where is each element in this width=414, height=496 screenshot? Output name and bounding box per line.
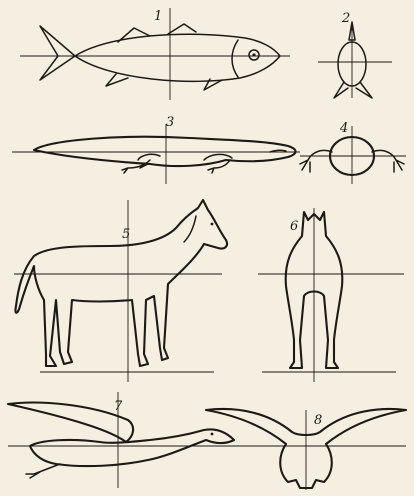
figure-number-4: 4 [340,122,348,135]
figure-number-3: 3 [166,116,174,129]
figure-number-2: 2 [342,12,350,25]
horse-eye [211,223,214,226]
fish-second-dorsal-fin [168,24,196,34]
figure-number-1: 1 [154,10,162,23]
lizard-body [34,137,296,166]
bird-feet [26,464,60,478]
lizard-front-right-leg [372,150,404,172]
horse-mane [184,216,196,242]
fish-front-view [318,22,392,98]
lizard-front-left-leg [300,150,332,172]
bird-front-view [206,409,406,490]
fish-gill-line [232,40,238,77]
figure-number-8: 8 [314,414,322,427]
fish-pupil [252,53,255,56]
horse-side-view [14,200,227,382]
horse-outline [15,200,227,366]
fish-tail [40,26,75,80]
figure-number-5: 5 [122,228,130,241]
bird-side-view [8,392,238,488]
lizard-front-view [300,126,406,184]
fish-ventral-fin [106,74,128,86]
figure-number-7: 7 [114,400,122,413]
horse-rear-view [258,208,404,382]
lizard-hind-leg-thigh [138,154,160,160]
figure-number-6: 6 [290,220,298,233]
bird-eye [211,433,214,436]
lizard-side-view [12,124,300,184]
